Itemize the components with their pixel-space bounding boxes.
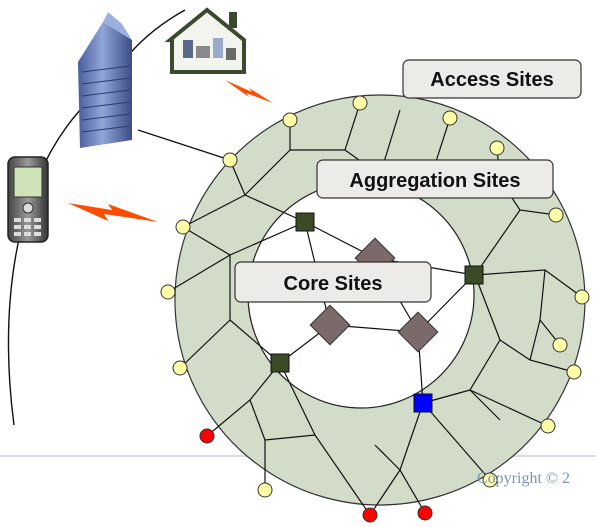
access-node xyxy=(482,472,498,488)
access-node xyxy=(540,418,556,434)
access-sites-label: Access Sites xyxy=(430,69,553,91)
aggregation-nodes xyxy=(270,212,484,413)
access-node xyxy=(282,112,298,128)
access-node xyxy=(160,284,176,300)
access-node xyxy=(222,152,238,168)
aggregation-node xyxy=(295,212,315,232)
access-node xyxy=(566,364,582,380)
core-node xyxy=(397,311,439,353)
access-nodes xyxy=(160,95,590,523)
access-sites-label-box: Access Sites xyxy=(402,59,582,99)
core-node xyxy=(309,304,351,346)
access-node-red xyxy=(362,507,378,523)
house-icon xyxy=(164,7,246,74)
wireless-link-icon xyxy=(68,80,273,222)
access-node xyxy=(442,110,458,126)
access-node xyxy=(352,95,368,111)
access-node xyxy=(257,482,273,498)
building-link xyxy=(137,129,231,161)
access-node xyxy=(175,219,191,235)
access-node xyxy=(574,289,590,305)
access-node xyxy=(552,337,568,353)
mobile-phone-icon xyxy=(7,156,49,243)
aggregation-node xyxy=(464,265,484,285)
aggregation-node-blue xyxy=(413,393,433,413)
access-node-red xyxy=(417,505,433,521)
aggregation-sites-label-box: Aggregation Sites xyxy=(316,159,554,199)
aggregation-node xyxy=(270,353,290,373)
core-sites-label-box: Core Sites xyxy=(234,261,432,303)
access-node xyxy=(489,140,505,156)
aggregation-sites-label: Aggregation Sites xyxy=(349,170,520,192)
access-node xyxy=(172,360,188,376)
core-sites-label: Core Sites xyxy=(284,273,383,295)
office-building-icon xyxy=(78,12,132,148)
copyright-text: Copyright © 2 xyxy=(477,470,571,487)
access-node xyxy=(548,207,564,223)
access-node-red xyxy=(199,428,215,444)
